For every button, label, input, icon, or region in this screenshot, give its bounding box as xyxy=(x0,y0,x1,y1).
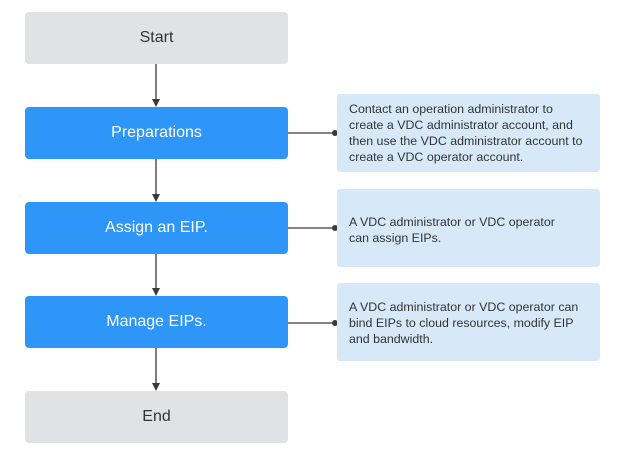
start-node: Start xyxy=(25,12,288,64)
note-manage-eips-text: A VDC administrator or VDC operator can … xyxy=(349,300,579,346)
step-assign-eip: Assign an EIP. xyxy=(25,202,288,254)
start-label: Start xyxy=(139,29,174,46)
link-dot-preparations xyxy=(332,130,338,136)
end-node: End xyxy=(25,391,288,443)
link-dot-manage xyxy=(332,320,338,326)
step-preparations-label: Preparations xyxy=(111,124,202,141)
note-manage-eips: A VDC administrator or VDC operator can … xyxy=(337,283,600,361)
note-preparations-text: Contact an operation administrator to cr… xyxy=(349,102,583,164)
step-manage-eips-label: Manage EIPs. xyxy=(106,313,207,330)
note-assign-eip-text: A VDC administrator or VDC operator can … xyxy=(349,215,555,245)
step-assign-eip-label: Assign an EIP. xyxy=(105,219,208,236)
step-manage-eips: Manage EIPs. xyxy=(25,296,288,348)
note-assign-eip: A VDC administrator or VDC operator can … xyxy=(337,189,600,267)
link-dot-assign xyxy=(332,225,338,231)
note-preparations: Contact an operation administrator to cr… xyxy=(337,94,600,172)
step-preparations: Preparations xyxy=(25,107,288,159)
end-label: End xyxy=(142,408,171,425)
